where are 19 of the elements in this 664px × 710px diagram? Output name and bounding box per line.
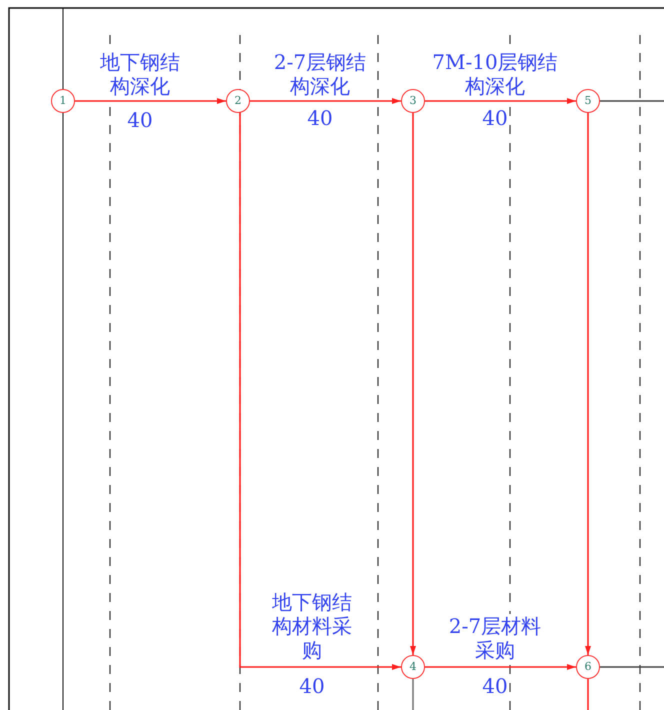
line bbox=[600, 100, 664, 102]
arrow bbox=[425, 664, 576, 670]
event-node: 4 bbox=[401, 655, 425, 679]
arrow bbox=[425, 98, 576, 104]
line bbox=[412, 679, 414, 710]
duration-label: 40 bbox=[480, 107, 510, 129]
arrow bbox=[239, 111, 401, 670]
event-node: 1 bbox=[51, 89, 75, 113]
arrow bbox=[75, 98, 226, 104]
event-node: 5 bbox=[576, 89, 600, 113]
event-node: 2 bbox=[226, 89, 250, 113]
edge-label: 7M-10层钢结构深化 bbox=[432, 50, 558, 98]
line bbox=[587, 679, 589, 710]
line bbox=[600, 666, 664, 668]
arrow bbox=[250, 98, 401, 104]
event-node: 6 bbox=[576, 655, 600, 679]
arrow bbox=[410, 113, 416, 655]
arrow bbox=[585, 113, 591, 655]
event-node: 3 bbox=[401, 89, 425, 113]
